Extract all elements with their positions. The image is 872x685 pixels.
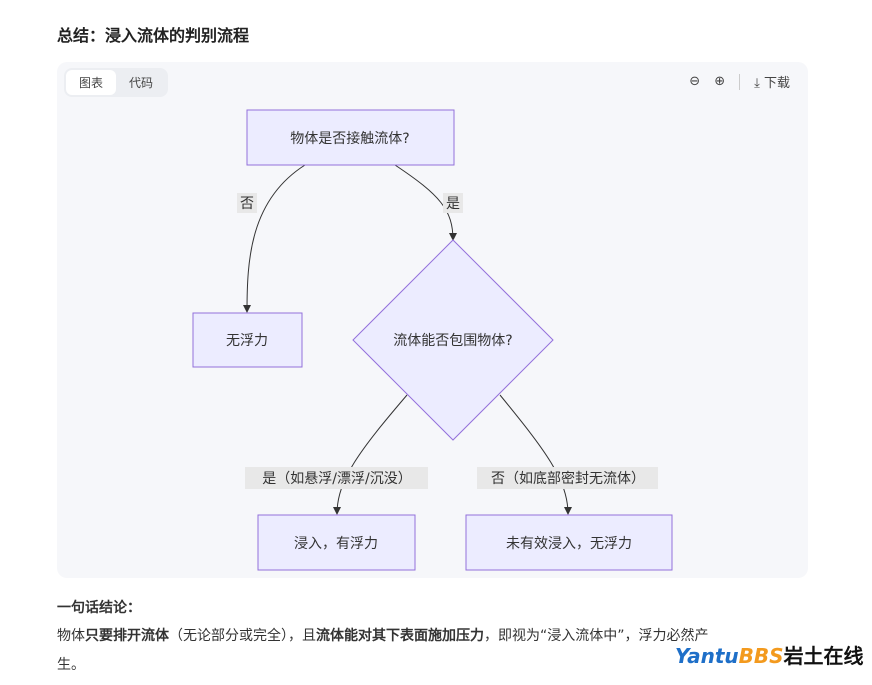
node-label: 物体是否接触流体? [290,130,409,147]
tab-code[interactable]: 代码 [129,76,154,90]
conclusion-heading: 一句话结论： [57,600,141,616]
edge-n3-n4 [333,394,408,515]
edge-label-yes-detail: 是（如悬浮/漂浮/沉没） [262,471,411,487]
wm-c: 岩土在线 [783,644,864,668]
watermark-logo: YantuBBS岩土在线 [675,640,864,669]
wm-b: BBS [738,644,784,668]
edge-n1-n3 [394,164,457,241]
node-label: 流体能否包围物体? [393,333,512,349]
conclusion-text-end: 生。 [57,657,85,673]
text: ，即视为“浸入流体中”，浮力必然产 [484,628,709,644]
node-immersed [257,514,416,571]
node-surround-decision [352,239,554,441]
edge-label-no: 否 [240,196,254,212]
node-label: 未有效浸入，无浮力 [506,536,632,552]
bold-text: 流体能对其下表面施加压力 [316,628,484,644]
tab-chart[interactable]: 图表 [66,70,117,95]
section-title: 总结：浸入流体的判别流程 [57,26,250,45]
node-no-buoyancy [192,312,303,368]
edge-label-no-detail: 否（如底部密封无流体） [491,470,645,487]
text: 物体 [57,628,85,644]
download-button[interactable]: ⤓ 下载 [754,72,790,91]
node-not-immersed [465,514,673,571]
conclusion-text: 物体只要排开流体（无论部分或完全），且流体能对其下表面施加压力，即视为“浸入流体… [57,625,709,645]
edge-n3-n5 [499,394,572,515]
edge-label-yes: 是 [446,196,460,212]
divider [739,73,741,90]
bold-text: 只要排开流体 [85,628,169,644]
node-label: 浸入，有浮力 [294,536,378,552]
wm-a: Yantu [675,644,739,668]
toolbar: ⊖ ⊕ ⤓ 下载 [689,72,790,91]
edge-n1-n2 [243,164,306,313]
node-touch-fluid [246,109,455,166]
text: （无论部分或完全），且 [169,628,316,644]
zoom-in-icon[interactable]: ⊕ [714,74,726,89]
node-label: 无浮力 [226,333,268,349]
view-tabs: 图表 代码 [64,68,169,97]
download-icon: ⤓ [754,76,760,91]
download-label: 下载 [763,76,790,91]
zoom-out-icon[interactable]: ⊖ [689,74,701,89]
